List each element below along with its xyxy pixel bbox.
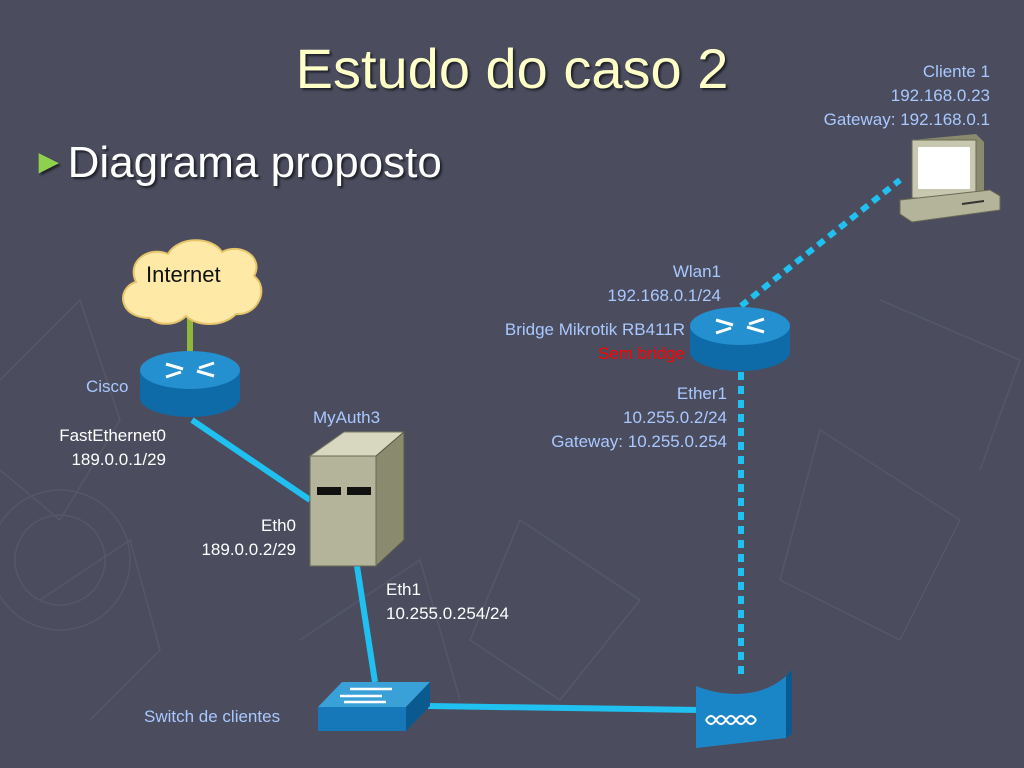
mikrotik-ether-block: Ether1 10.255.0.2/24 Gateway: 10.255.0.2…: [551, 382, 727, 454]
switch-label: Switch de clientes: [144, 707, 281, 726]
wireless-bridge-icon: [696, 670, 792, 748]
eth1-ip-label: 10.255.0.254/24: [386, 604, 509, 623]
client-computer-icon: [899, 134, 1001, 223]
cisco-iface-block: FastEthernet0 189.0.0.1/29: [59, 424, 166, 472]
eth0-label: Eth0: [261, 516, 296, 535]
internet-cloud-icon: [122, 239, 263, 325]
myauth-eth1-block: Eth1 10.255.0.254/24: [386, 578, 509, 626]
cisco-label: Cisco: [86, 377, 129, 396]
myauth-eth0-block: Eth0 189.0.0.2/29: [201, 514, 296, 562]
link-mikrotik-client: [739, 177, 902, 309]
client-gateway-label: Gateway: 192.168.0.1: [823, 110, 990, 129]
client-block: Cliente 1 192.168.0.23 Gateway: 192.168.…: [824, 60, 990, 132]
bullet-text: Diagrama proposto: [67, 138, 442, 187]
switch-icon: [318, 682, 430, 731]
ether-gateway-label: Gateway: 10.255.0.254: [551, 432, 727, 451]
link-cisco-myauth: [190, 417, 312, 503]
myauth-server-icon: [308, 430, 406, 568]
ether-label: Ether1: [676, 384, 727, 403]
mikrotik-note-label: Sem bridge: [598, 344, 685, 363]
bullet-item: ►Diagrama proposto: [32, 138, 442, 188]
slide-title: Estudo do caso 2: [295, 37, 729, 100]
eth0-ip-label: 189.0.0.2/29: [201, 540, 296, 559]
cisco-router-icon: [140, 351, 240, 417]
mikrotik-wlan-block: Wlan1 192.168.0.1/24: [608, 260, 721, 308]
bullet-arrow-icon: ►: [32, 143, 66, 181]
internet-label: Internet: [146, 262, 221, 287]
wlan-ip-label: 192.168.0.1/24: [607, 286, 721, 305]
cisco-iface-label: FastEthernet0: [59, 426, 166, 445]
client-name-label: Cliente 1: [922, 62, 990, 81]
link-switch-radio: [427, 703, 701, 713]
mikrotik-name-label: Bridge Mikrotik RB411R: [504, 320, 685, 339]
myauth-label: MyAuth3: [313, 408, 381, 427]
ether-ip-label: 10.255.0.2/24: [623, 408, 727, 427]
wlan-label: Wlan1: [672, 262, 721, 281]
client-ip-label: 192.168.0.23: [890, 86, 990, 105]
mikrotik-router-icon: [690, 307, 790, 371]
cisco-ip-label: 189.0.0.1/29: [71, 450, 166, 469]
link-myauth-switch: [354, 565, 378, 683]
eth1-label: Eth1: [386, 580, 421, 599]
